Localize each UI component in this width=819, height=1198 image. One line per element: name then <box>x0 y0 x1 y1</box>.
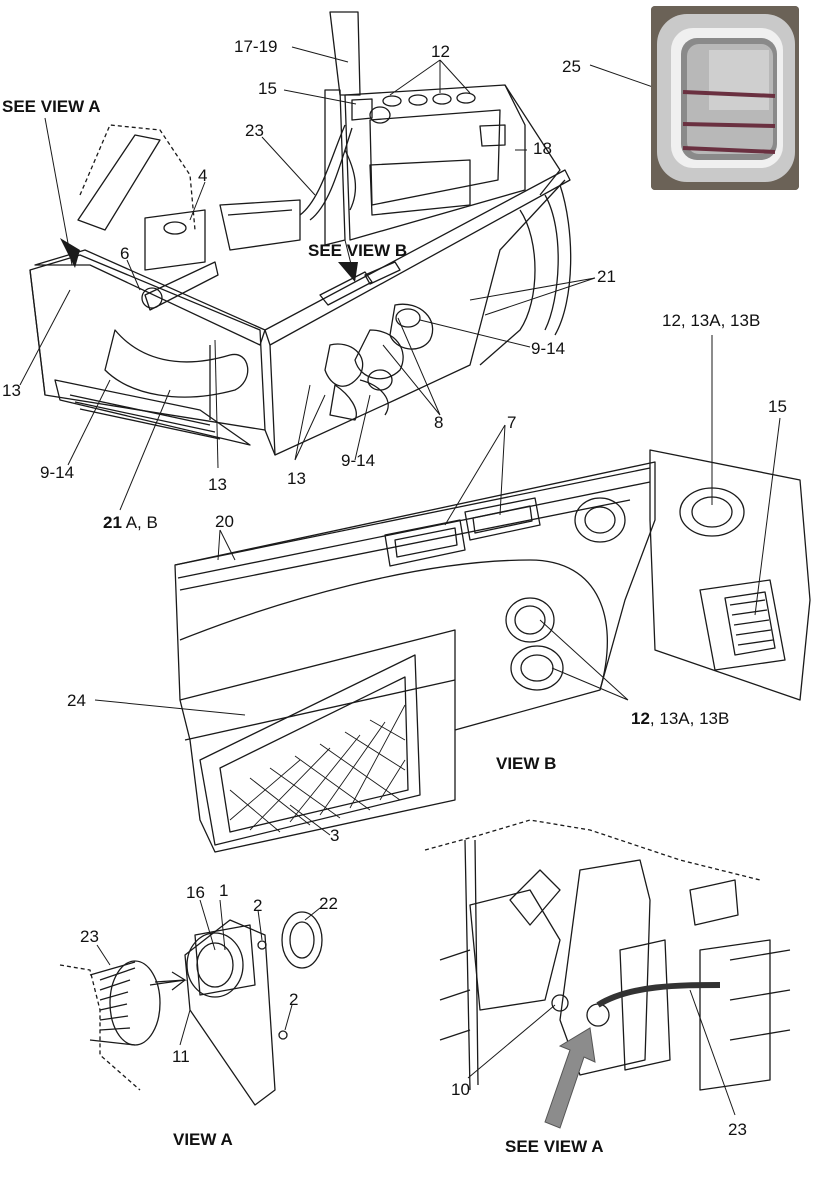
callout-12-suffix: , 13A, 13B <box>649 709 730 728</box>
upper-assembly <box>29 11 572 456</box>
callout-9-14-left: 9-14 <box>40 463 75 482</box>
callout-21-a-b: 21 A, B <box>103 514 158 531</box>
callout-2-bottom: 2 <box>289 990 299 1009</box>
view-a-title: VIEW A <box>173 1130 233 1149</box>
callout-13-mid: 13 <box>208 475 227 494</box>
callout-12-13a-13b-bottom: 12, 13A, 13B <box>631 710 729 727</box>
callout-21-right: 21 <box>597 267 616 286</box>
callout-18: 18 <box>533 139 552 158</box>
callout-10: 10 <box>451 1080 470 1099</box>
callout-12-13a-13b-top: 12, 13A, 13B <box>662 311 761 330</box>
callout-22: 22 <box>319 894 338 913</box>
photo-compartment-image <box>651 6 799 190</box>
callout-23-bottom: 23 <box>728 1120 747 1139</box>
see-view-a-bottom-label: SEE VIEW A <box>505 1137 604 1156</box>
view-a-detail <box>59 911 323 1106</box>
callout-4: 4 <box>198 166 208 185</box>
callout-21-suffix: A, B <box>121 513 158 532</box>
see-view-a-label: SEE VIEW A <box>2 97 101 116</box>
callout-13-left: 13 <box>2 381 21 400</box>
callout-15-right: 15 <box>768 397 787 416</box>
callout-6: 6 <box>120 244 130 263</box>
callout-12-number: 12 <box>631 709 650 728</box>
callout-11: 11 <box>172 1047 190 1066</box>
callout-3: 3 <box>330 826 340 845</box>
callout-9-14-right: 9-14 <box>531 339 566 358</box>
callout-1: 1 <box>219 881 229 900</box>
see-view-b-arrow <box>338 262 358 282</box>
see-view-a-arrow-bottom <box>544 1027 596 1129</box>
see-view-a-arrow-top <box>60 238 80 268</box>
callout-7: 7 <box>507 413 517 432</box>
callout-25: 25 <box>562 57 581 76</box>
callout-24: 24 <box>67 691 86 710</box>
view-b-panel <box>174 449 811 853</box>
callout-15-top: 15 <box>258 79 277 98</box>
callout-23-top: 23 <box>245 121 264 140</box>
photo-inset <box>651 6 799 190</box>
callout-13-bottom: 13 <box>287 469 306 488</box>
callout-23-view-a: 23 <box>80 927 99 946</box>
callout-16: 16 <box>186 883 205 902</box>
callout-12-top: 12 <box>431 42 450 61</box>
callout-21-number: 21 <box>103 513 122 532</box>
callout-9-14-bottom: 9-14 <box>341 451 376 470</box>
see-view-a-detail <box>424 819 791 1091</box>
callout-20: 20 <box>215 512 234 531</box>
view-b-title: VIEW B <box>496 754 557 773</box>
callout-2-top: 2 <box>253 896 263 915</box>
callout-8: 8 <box>434 413 444 432</box>
callout-17-19: 17-19 <box>234 37 278 56</box>
see-view-b-label: SEE VIEW B <box>308 241 408 260</box>
